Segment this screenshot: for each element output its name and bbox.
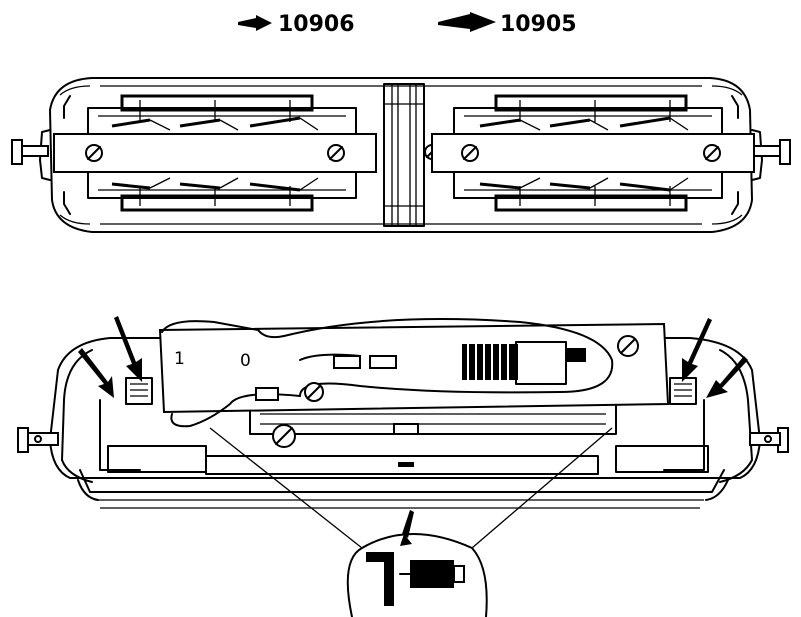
label-10906-text: 10906 [278, 12, 355, 37]
circuit-board: 1 0 [158, 318, 670, 428]
arrow-right-icon [438, 12, 496, 32]
arrow-right-icon [238, 15, 272, 31]
pointer-arrows [78, 316, 748, 398]
screw-icon [617, 335, 639, 357]
bogie-left [53, 94, 377, 212]
board-mark-one: 1 [174, 349, 185, 369]
screw-icon [327, 144, 345, 162]
screw-icon [272, 424, 296, 448]
centre-section [383, 83, 440, 227]
coupler-left [11, 139, 49, 165]
label-10906: 10906 [238, 12, 355, 37]
screw-icon [461, 144, 479, 162]
ic-chip [462, 339, 518, 385]
brush-contact-right [669, 377, 697, 405]
chassis-outline [49, 337, 761, 479]
coupler-right-bottom [749, 427, 789, 453]
label-10905-text: 10905 [500, 12, 577, 37]
leader-line-left [209, 427, 363, 549]
bogie-right [431, 94, 755, 212]
bottom-view-chassis: 1 0 [17, 316, 789, 617]
leader-line-right [471, 427, 613, 549]
coupler-right [753, 139, 791, 165]
body-outline [49, 77, 753, 233]
screw-icon [304, 382, 324, 402]
top-view-underside [11, 77, 791, 233]
brush-contact-left [125, 377, 153, 405]
label-10905: 10905 [438, 12, 577, 37]
screw-icon [85, 144, 103, 162]
board-mark-zero: 0 [240, 351, 251, 371]
detail-inset [346, 510, 488, 617]
coupler-left-bottom [17, 427, 59, 453]
screw-icon [703, 144, 721, 162]
